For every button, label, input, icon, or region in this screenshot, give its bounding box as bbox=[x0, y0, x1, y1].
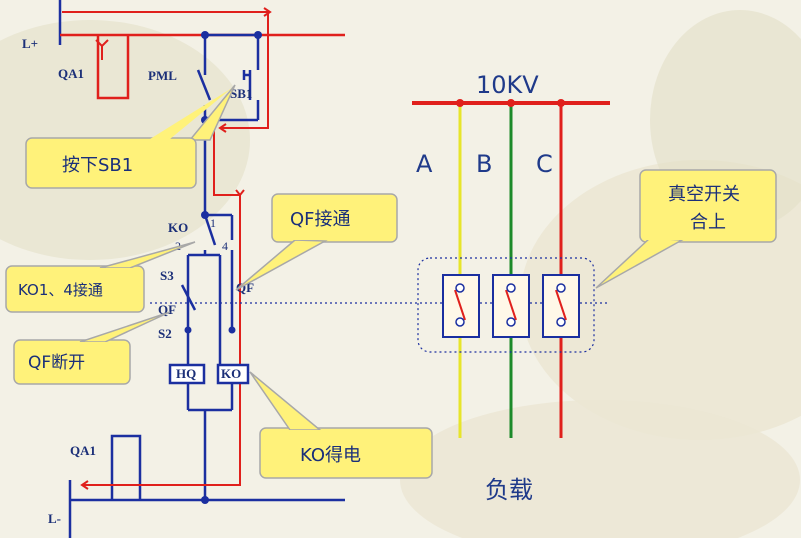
qf-label: QF bbox=[158, 302, 176, 317]
phase-a-label: A bbox=[416, 150, 433, 178]
control-circuit bbox=[58, 0, 345, 538]
hq-coil-box bbox=[168, 363, 206, 385]
sb1-label: SB1 bbox=[230, 86, 252, 101]
callout-ko-energized-text: KO得电 bbox=[300, 445, 361, 466]
callout-ko-energized: KO得电 bbox=[249, 371, 433, 479]
callout-qf-off-text: QF断开 bbox=[28, 353, 85, 373]
callout-vacuum-switch: 真空开关 合上 bbox=[595, 169, 777, 289]
qa1-bottom-label: QA1 bbox=[70, 443, 96, 458]
phase-c-label: C bbox=[536, 150, 553, 178]
hq-label: HQ bbox=[176, 366, 196, 381]
ko-coil-box bbox=[216, 363, 250, 385]
l-minus-label: L- bbox=[48, 511, 61, 526]
hv-section bbox=[412, 99, 610, 438]
callout-vacuum-switch-line1: 真空开关 bbox=[668, 184, 740, 205]
qa1-top-label: QA1 bbox=[58, 66, 84, 81]
callout-qf-off: QF断开 bbox=[13, 311, 171, 385]
s2-label: S2 bbox=[158, 326, 172, 341]
phase-b-label: B bbox=[476, 150, 492, 178]
callout-qf-on: QF接通 bbox=[235, 193, 398, 291]
current-flow-path bbox=[62, 7, 272, 490]
callout-press-sb1: 按下SB1 bbox=[25, 84, 236, 189]
s3-label: S3 bbox=[160, 268, 174, 283]
callout-vacuum-switch-line2: 合上 bbox=[690, 212, 726, 233]
l-plus-label: L+ bbox=[22, 36, 38, 51]
qf-right-label: QF bbox=[236, 280, 254, 295]
ko-pin4-label: 4 bbox=[222, 239, 228, 253]
ko-label: KO bbox=[168, 220, 188, 235]
ko-pin1-label: 1 bbox=[210, 216, 216, 230]
load-label: 负载 bbox=[485, 476, 533, 504]
voltage-label: 10KV bbox=[476, 71, 539, 99]
callout-qf-on-text: QF接通 bbox=[290, 209, 351, 230]
junction-dots bbox=[184, 31, 262, 504]
ko-coil-label: KO bbox=[221, 366, 241, 381]
pml-label: PML bbox=[148, 68, 177, 83]
callout-ko14-on-text: KO1、4接通 bbox=[18, 281, 103, 299]
callout-ko14-on: KO1、4接通 bbox=[5, 241, 196, 313]
callout-press-sb1-text: 按下SB1 bbox=[62, 155, 133, 176]
